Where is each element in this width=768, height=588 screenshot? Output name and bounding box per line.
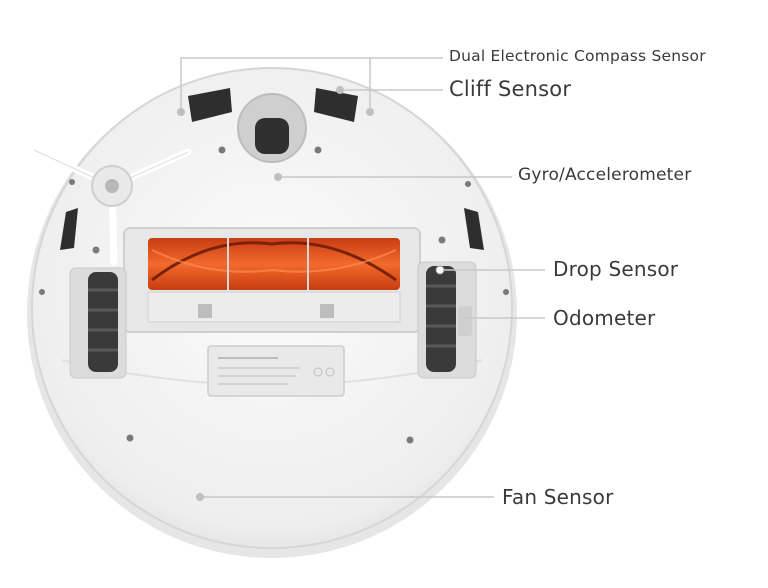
compass-sensor-marker-right <box>366 108 374 116</box>
spec-plate <box>207 345 345 397</box>
label-fan-sensor: Fan Sensor <box>502 485 614 509</box>
label-drop-sensor: Drop Sensor <box>553 257 679 281</box>
cliff-sensor-marker <box>336 86 344 94</box>
cliff-sensor-window-left <box>188 88 232 122</box>
label-gyro-accelerometer: Gyro/Accelerometer <box>518 165 692 185</box>
screws <box>39 146 509 444</box>
side-brush <box>30 146 192 266</box>
side-window-left <box>60 208 78 250</box>
compass-sensor-marker-left <box>177 108 185 116</box>
leader-lines <box>180 57 545 498</box>
caster-wheel <box>255 118 289 154</box>
label-dual-electronic-compass-sensor: Dual Electronic Compass Sensor <box>449 47 706 65</box>
cliff-sensor-window-right <box>314 88 358 122</box>
label-cliff-sensor: Cliff Sensor <box>449 77 572 101</box>
fan-sensor-marker <box>196 493 204 501</box>
side-window-right <box>464 208 484 250</box>
gyro-marker <box>274 173 282 181</box>
left-drive-wheel <box>69 267 127 379</box>
right-drive-wheel <box>417 261 477 379</box>
drop-sensor-marker <box>435 265 445 275</box>
sensor-markers <box>177 86 445 501</box>
main-brush-assembly <box>123 227 421 333</box>
label-odometer: Odometer <box>553 306 656 330</box>
